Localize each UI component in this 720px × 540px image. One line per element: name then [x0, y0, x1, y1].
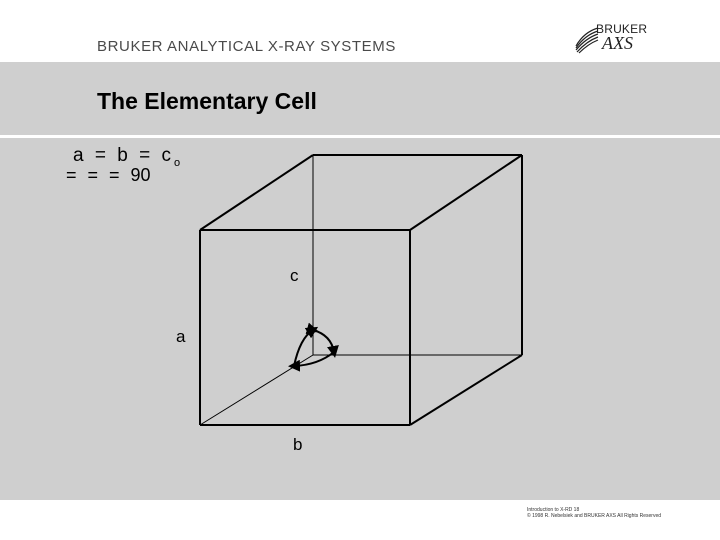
diag-edge-top-right — [409, 154, 523, 231]
angles-equation: = = = 90 — [66, 165, 151, 185]
logo-swoosh-icon — [575, 27, 599, 54]
axis-label-c: c — [290, 266, 299, 285]
angle-arc-beta — [288, 351, 335, 372]
brand-tagline: BRUKER ANALYTICAL X-RAY SYSTEMS — [97, 38, 396, 55]
footer-line-2: © 1998 R. Nebelsiek and BRUKER AXS All R… — [527, 513, 662, 519]
diag-edge-top-left — [199, 154, 314, 231]
axis-label-b: b — [293, 435, 303, 454]
degree-symbol: o — [174, 157, 181, 169]
title-divider — [0, 135, 720, 138]
angle-arc-alpha — [305, 322, 339, 358]
angle-arc-gamma — [293, 326, 319, 367]
logo-wordmark-top: BRUKER — [596, 22, 648, 36]
footer-line-1: Introduction to X-RD 18 — [527, 507, 580, 513]
axis-label-a: a — [176, 327, 186, 346]
footer-copyright: Introduction to X-RD 18 © 1998 R. Nebels… — [527, 507, 661, 519]
bruker-axs-logo: BRUKER AXS — [574, 22, 648, 56]
diag-edge-bottom-right — [409, 354, 523, 426]
slide-title: The Elementary Cell — [97, 88, 317, 114]
lengths-equation: a = b = c — [73, 145, 174, 166]
logo-wordmark-bottom: AXS — [602, 33, 633, 53]
